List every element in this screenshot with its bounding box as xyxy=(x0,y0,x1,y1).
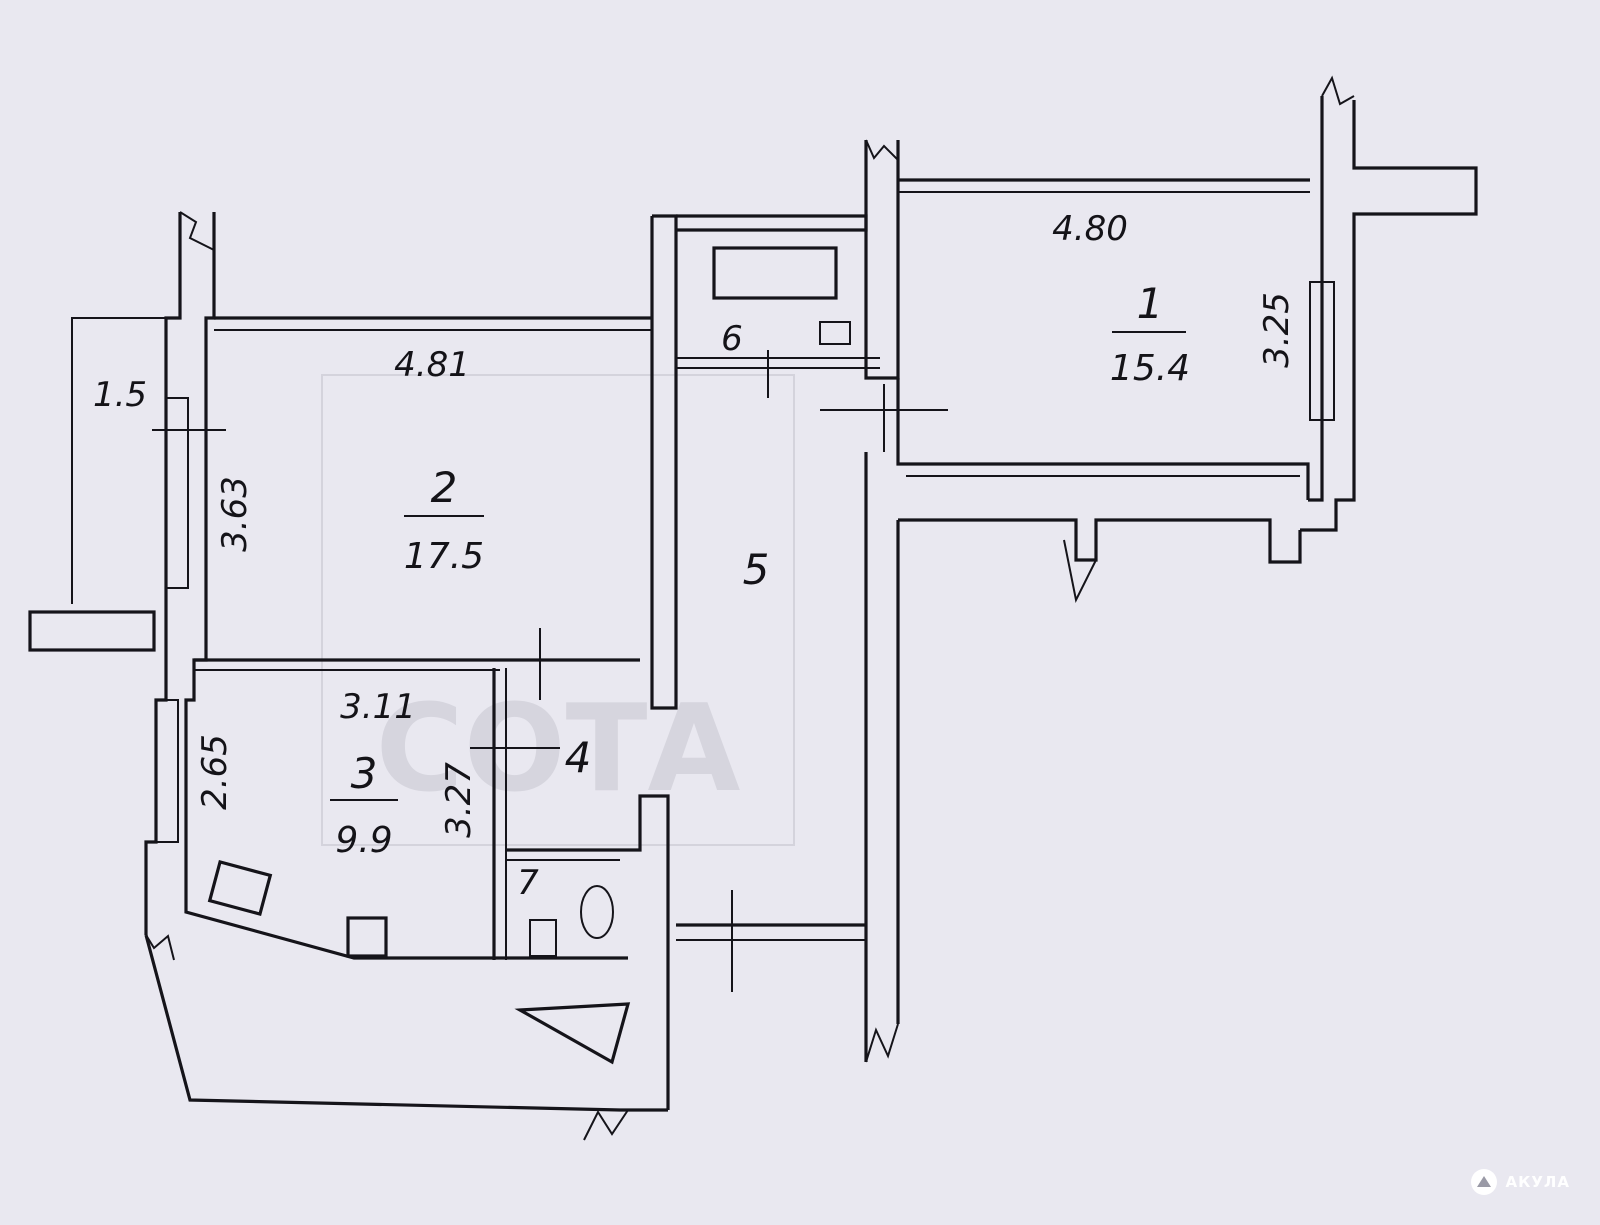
sink xyxy=(819,321,851,345)
wall-break-top-left xyxy=(179,211,215,251)
toilet-tank xyxy=(529,919,557,957)
watermark-text: СОТА xyxy=(376,680,741,819)
dim-room1-width: 4.80 xyxy=(1052,209,1128,249)
window-room3 xyxy=(155,699,179,843)
balcony-outline xyxy=(71,317,180,604)
brand-name: АКУЛА xyxy=(1505,1173,1570,1191)
exterior-slanted-wall xyxy=(144,934,668,1112)
corridor-wall-left xyxy=(650,214,678,710)
shark-logo-icon xyxy=(1471,1169,1498,1195)
dim-room2-depth: 3.63 xyxy=(215,476,255,552)
watermark: СОТА xyxy=(321,374,795,846)
kitchen-sink xyxy=(346,916,388,958)
bath-top-wall xyxy=(676,214,868,232)
right-wall-outer xyxy=(1308,96,1324,502)
room-6-number: 6 xyxy=(721,319,743,359)
window-room2 xyxy=(165,397,189,589)
right-wall-inner xyxy=(1300,100,1478,532)
room-labels: 1 15.4 2 17.5 3 9.9 4 5 6 7 xyxy=(330,279,1190,903)
room-4-number: 4 xyxy=(565,733,592,782)
dim-room3-depth: 2.65 xyxy=(195,734,235,810)
left-wall-outer xyxy=(144,212,182,935)
dim-balcony-depth: 1.5 xyxy=(93,375,147,415)
room-2-area: 17.5 xyxy=(404,536,484,577)
room-3-number: 3 xyxy=(351,749,378,798)
dim-room1-depth: 3.25 xyxy=(1257,292,1297,368)
room-1-area: 15.4 xyxy=(1110,348,1190,389)
wall-column xyxy=(864,140,900,380)
stove xyxy=(207,859,273,917)
kitchen-bottom-wall xyxy=(184,900,628,960)
dim-room3-width: 3.11 xyxy=(340,687,416,727)
toilet-wall xyxy=(506,794,670,1110)
brand-badge: АКУЛА xyxy=(1471,1169,1570,1195)
dim-corridor-depth: 3.27 xyxy=(439,762,479,838)
room1-bottom-wall xyxy=(896,378,1310,500)
bathtub xyxy=(712,246,838,300)
toilet-bowl xyxy=(580,885,614,939)
walls xyxy=(28,75,1478,1141)
balcony-slab xyxy=(28,610,156,652)
window-room1 xyxy=(1309,281,1335,421)
lower-right-wall xyxy=(898,518,1302,564)
room-1-number: 1 xyxy=(1137,279,1164,328)
vent-shaft xyxy=(514,1002,631,1065)
room-2-number: 2 xyxy=(431,463,458,512)
dim-room2-width: 4.81 xyxy=(394,345,470,385)
room-3-area: 9.9 xyxy=(335,820,392,861)
room-7-number: 7 xyxy=(517,863,539,903)
room-5-number: 5 xyxy=(743,545,770,594)
dimensions: 4.80 3.25 4.81 3.63 3.11 2.65 3.27 1.5 xyxy=(93,209,1297,838)
